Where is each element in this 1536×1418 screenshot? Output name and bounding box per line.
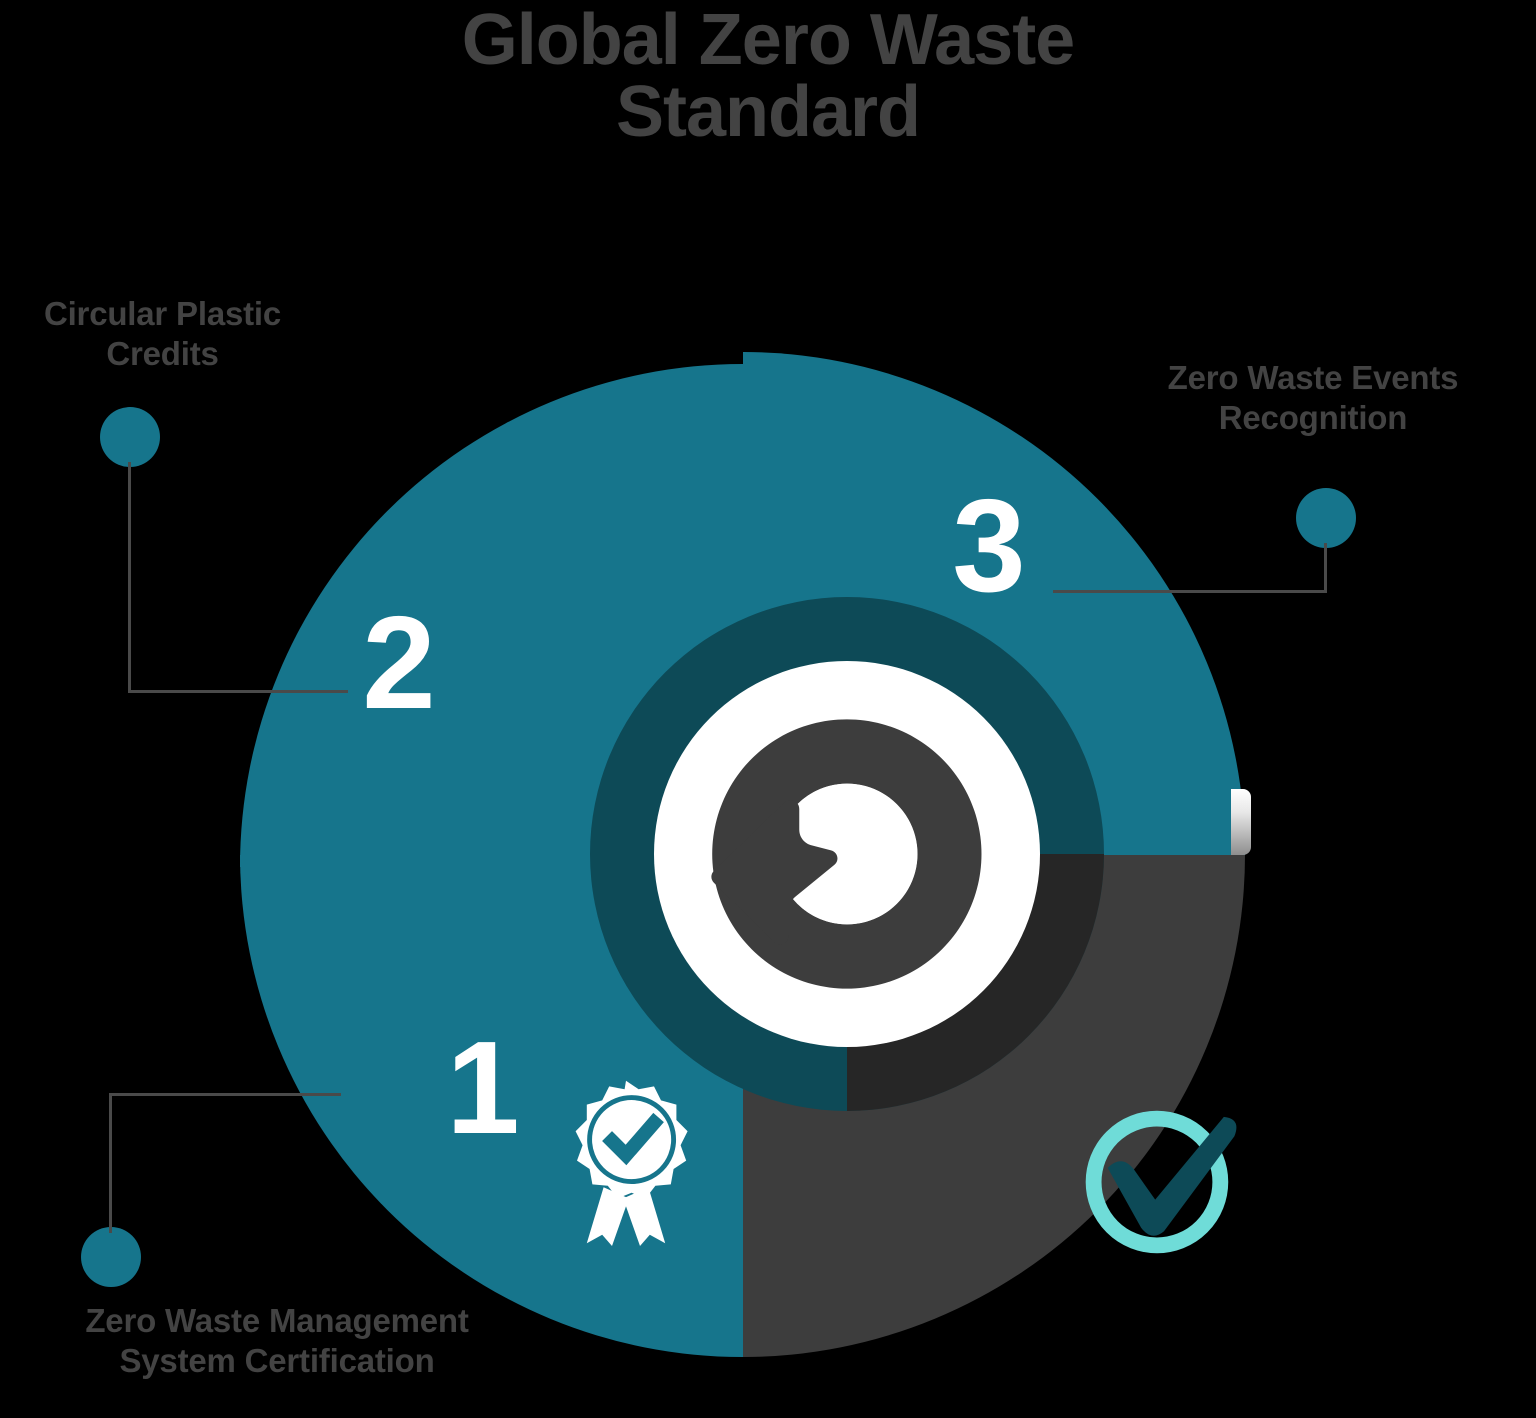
callout-line-zwm-horizontal [109, 1093, 341, 1096]
segment-number-1: 1 [446, 1014, 519, 1161]
page-title: Global Zero Waste Standard [0, 4, 1536, 148]
callout-dot-zero-waste-events[interactable] [1296, 488, 1356, 548]
segment-number-3: 3 [952, 472, 1025, 619]
callout-zwm-line-2: System Certification [119, 1342, 435, 1380]
callout-label-circular-plastic-credits: Circular Plastic Credits [0, 294, 325, 375]
callout-line-zwm-vertical [109, 1093, 112, 1233]
callout-cpc-line-2: Credits [106, 335, 219, 373]
callout-line-cpc-vertical [128, 462, 131, 692]
callout-zwe-line-2: Recognition [1218, 399, 1408, 437]
callout-line-cpc-horizontal [128, 690, 348, 693]
callout-label-zero-waste-events: Zero Waste Events Recognition [1090, 358, 1536, 439]
callout-zwm-line-1: Zero Waste Management [85, 1302, 469, 1339]
page-title-line-2: Standard [615, 72, 921, 152]
award-ribbon-check-icon [575, 1080, 688, 1246]
callout-zwe-line-1: Zero Waste Events [1167, 359, 1459, 396]
divider-edge-gradient-tab [1231, 789, 1251, 855]
callout-label-zero-waste-management: Zero Waste Management System Certificati… [0, 1301, 554, 1382]
recycle-arrow-icon [711, 719, 982, 989]
page-title-line-1: Global Zero Waste [461, 0, 1075, 80]
segment-number-2: 2 [362, 589, 435, 736]
callout-cpc-line-1: Circular Plastic [43, 295, 282, 332]
callout-line-zwe-vertical [1324, 543, 1327, 593]
callout-dot-circular-plastic-credits[interactable] [100, 407, 160, 467]
callout-dot-zero-waste-management[interactable] [81, 1227, 141, 1287]
callout-line-zwe-horizontal [1053, 590, 1327, 593]
circle-check-icon [1085, 1110, 1237, 1254]
